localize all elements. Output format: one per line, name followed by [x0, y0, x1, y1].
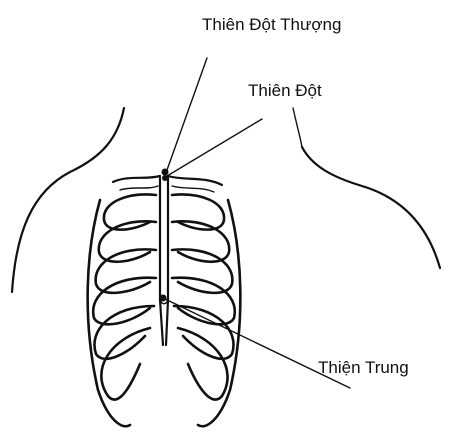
- thien-dot-thuong-point: [162, 169, 169, 176]
- thien-dot-point: [162, 175, 168, 181]
- left-ribs: [88, 194, 156, 426]
- label-thien-dot-thuong: Thiên Đột Thượng: [202, 16, 341, 33]
- leader-lines: [163, 58, 350, 388]
- sternum: [160, 178, 168, 345]
- right-ribs: [172, 194, 240, 426]
- label-thien-dot: Thiên Đột: [248, 82, 322, 99]
- thien-trung-point: [160, 295, 167, 302]
- label-thien-trung: Thiện Trung: [318, 359, 409, 376]
